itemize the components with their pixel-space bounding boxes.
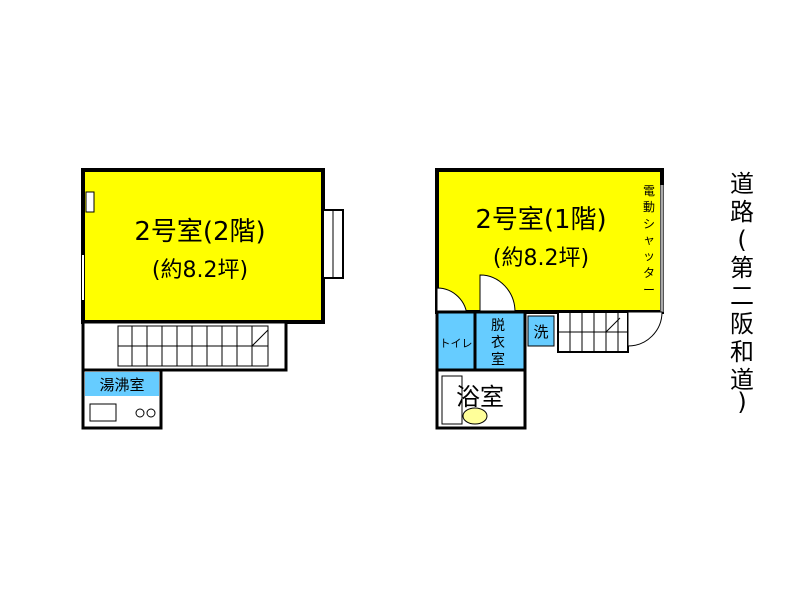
- kitchen-sink: [89, 403, 117, 422]
- washer-label: 洗: [533, 323, 548, 341]
- shutter-char-6: タ: [643, 266, 655, 280]
- room-2f-title: 2号室(2階): [134, 217, 265, 247]
- road-char-5: 二: [730, 282, 754, 310]
- road-char-6: 阪: [730, 310, 754, 338]
- shutter-char-7: ー: [643, 283, 655, 297]
- road-label: 道 路 ( 第 二 阪 和 道 ): [730, 170, 754, 416]
- floor-1-plan: [435, 168, 664, 430]
- dressing-char-3: 室: [491, 351, 505, 368]
- bath-basin: [462, 407, 488, 425]
- floor-2-plan: [81, 168, 344, 430]
- shutter-char-2: 動: [643, 200, 655, 214]
- room-1f-title: 2号室(1階): [475, 205, 606, 235]
- stove-burner-left: [135, 408, 145, 418]
- stairs-2f: [117, 325, 269, 367]
- room-2f-main: [81, 168, 325, 324]
- shutter-char-5: ッ: [643, 249, 655, 263]
- road-char-3: (: [737, 226, 746, 254]
- road-char-1: 道: [730, 170, 754, 198]
- dressing-char-1: 脱: [491, 318, 505, 334]
- road-char-7: 和: [730, 338, 754, 366]
- room-2f-marker: [85, 191, 95, 213]
- room-1f-area: (約8.2坪): [493, 246, 589, 271]
- kitchen-2f-label-bg: [85, 372, 159, 396]
- toilet-label: トイレ: [440, 337, 473, 350]
- bathtub: [441, 375, 463, 425]
- room-2f-area: (約8.2坪): [152, 258, 248, 283]
- bath-label: 浴室: [456, 383, 504, 411]
- washer-space: [527, 315, 555, 347]
- entry-door-1f: [627, 311, 663, 347]
- shutter-label: 電 動 シ ャ ッ タ ー: [643, 184, 655, 297]
- room-1f-main: [435, 168, 664, 314]
- road-char-2: 路: [730, 198, 754, 226]
- stairs-1f: [557, 311, 629, 353]
- shutter-char-4: ャ: [643, 233, 655, 247]
- road-char-9: ): [737, 388, 746, 416]
- toilet-room: [435, 310, 477, 372]
- kitchen-2f-label: 湯沸室: [99, 376, 144, 394]
- road-char-4: 第: [730, 254, 754, 282]
- road-char-8: 道: [730, 366, 754, 394]
- stove-burner-right: [146, 408, 156, 418]
- shutter-char-3: シ: [643, 217, 655, 231]
- dressing-char-2: 衣: [491, 335, 505, 351]
- shutter-char-1: 電: [643, 184, 655, 198]
- dressing-label: 脱 衣 室: [491, 318, 505, 368]
